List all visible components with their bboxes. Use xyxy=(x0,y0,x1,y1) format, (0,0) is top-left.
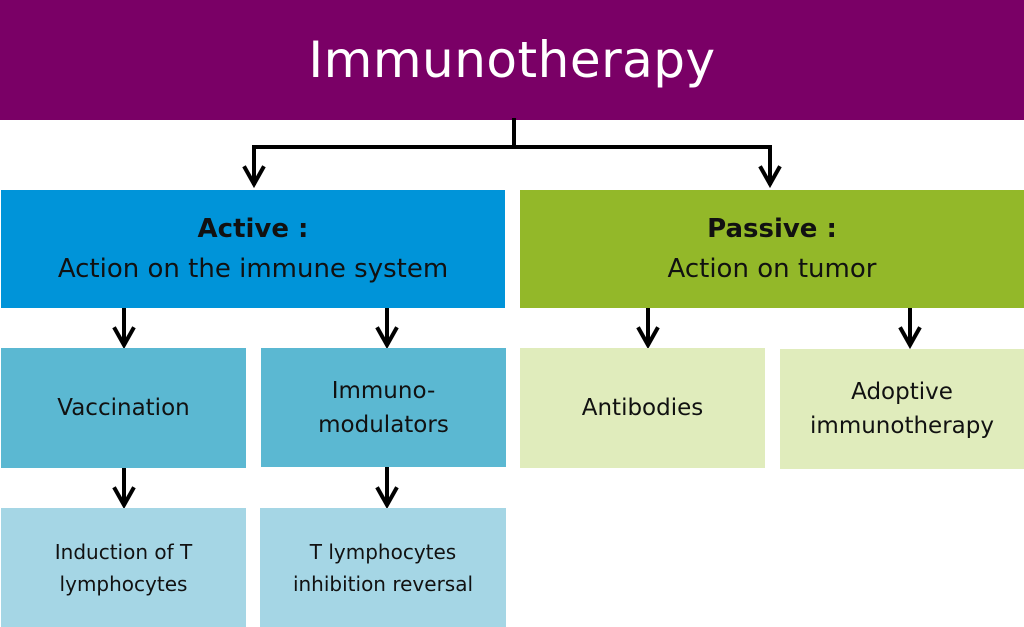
immunomodulators-label-line1: Immuno- xyxy=(331,377,436,404)
adoptive-label-line2: immunotherapy xyxy=(810,413,994,439)
vaccination-label: Vaccination xyxy=(57,395,190,421)
arrowhead-antibodies xyxy=(636,326,660,350)
induction-line2: lymphocytes xyxy=(59,571,188,596)
inhibition-reversal-node: T lymphocytes inhibition reversal xyxy=(260,508,506,627)
reversal-line1: T lymphocytes xyxy=(309,539,457,564)
arrowhead-immunomodulators xyxy=(375,326,399,350)
arrowhead-vaccination xyxy=(112,326,136,350)
passive-title: Passive : xyxy=(707,214,837,244)
reversal-line2: inhibition reversal xyxy=(292,571,474,596)
arrowhead-reversal xyxy=(375,486,399,510)
arrowhead-passive xyxy=(758,165,782,189)
adoptive-label-line1: Adoptive xyxy=(851,379,953,405)
passive-node: Passive : Action on tumor xyxy=(520,190,1024,308)
active-node: Active : Action on the immune system xyxy=(1,190,505,308)
induction-line1: Induction of T xyxy=(54,539,193,564)
adoptive-immunotherapy-node: Adoptive immunotherapy xyxy=(780,349,1024,469)
active-subtitle: Action on the immune system xyxy=(57,254,449,284)
arrowhead-active xyxy=(242,165,266,189)
immunomodulators-node: Immuno- modulators xyxy=(261,348,506,467)
vaccination-node: Vaccination xyxy=(1,348,246,468)
antibodies-label: Antibodies xyxy=(581,395,704,421)
arrowhead-adoptive xyxy=(898,326,922,350)
immunomodulators-label-line2: modulators xyxy=(318,411,449,438)
arrowhead-induction xyxy=(112,486,136,510)
active-title: Active : xyxy=(197,214,309,244)
root-node-immunotherapy: Immunotherapy xyxy=(0,0,1024,120)
root-title: Immunotherapy xyxy=(308,31,716,89)
antibodies-node: Antibodies xyxy=(520,348,765,468)
passive-subtitle: Action on tumor xyxy=(667,254,877,284)
induction-t-lymphocytes-node: Induction of T lymphocytes xyxy=(1,508,246,627)
